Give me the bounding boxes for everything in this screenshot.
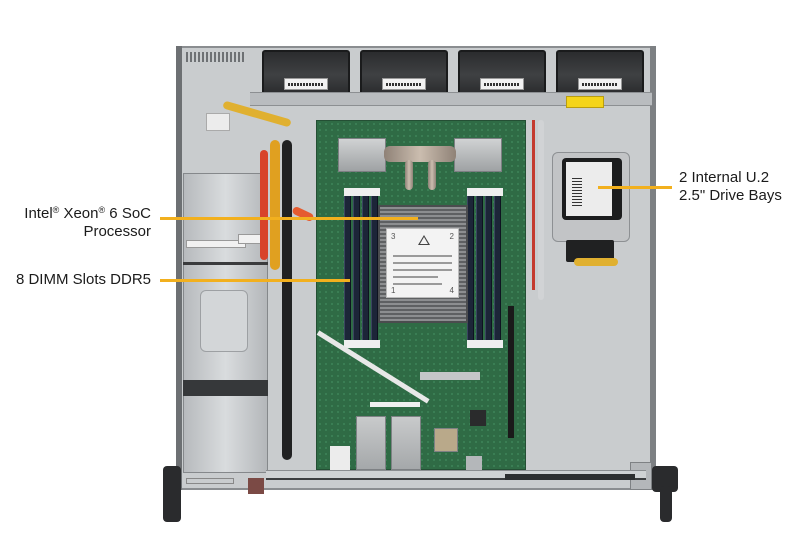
dimm-slot-6 (476, 192, 483, 344)
front-rail (266, 470, 646, 480)
heatpipe-down-right (428, 160, 436, 190)
chassis-vent (186, 52, 246, 62)
dimm-slot-3 (362, 192, 369, 344)
warning-triangle-icon (418, 235, 430, 245)
dimm-slot-4 (371, 192, 378, 344)
corner-2: 2 (449, 232, 454, 241)
fan-shelf (250, 92, 652, 106)
chip (470, 410, 486, 426)
callout-processor: Intel® Xeon® 6 SoC Processor (0, 201, 151, 241)
callout-drive-bays: 2 Internal U.2 2.5" Drive Bays (679, 169, 782, 205)
dimm-slot-5 (467, 192, 474, 344)
cable-black (282, 140, 292, 460)
warning-sticker (566, 96, 604, 108)
drive-label (566, 162, 612, 216)
m2-slot (420, 372, 480, 380)
callout-drive-bays-line2: 2.5" Drive Bays (679, 187, 782, 204)
callout-drive-bays-line1: 2 Internal U.2 (679, 169, 770, 186)
front-handle-right (660, 486, 672, 522)
cpu-heatsink-label: 3 2 1 4 (386, 228, 459, 298)
callout-processor-line1: Intel® Xeon® 6 SoC (24, 205, 151, 222)
sata-cable-bundle (538, 120, 544, 300)
vrm-heatsink-right (454, 138, 502, 172)
corner-3: 3 (391, 232, 396, 241)
fan-1 (262, 50, 350, 96)
dimm-latches-bottom-left (344, 340, 380, 348)
power-connector (206, 113, 230, 131)
board-sticker (330, 446, 350, 470)
cable-red (260, 150, 268, 260)
board-label-strip (370, 402, 420, 407)
psu-seam (183, 262, 268, 265)
corner-4: 4 (449, 286, 454, 295)
heatpipe-down-left (405, 160, 413, 190)
fan-3 (458, 50, 546, 96)
callout-dimm: 8 DIMM Slots DDR5 (15, 271, 151, 288)
front-latch (248, 478, 264, 494)
corner-1: 1 (391, 286, 396, 295)
dimm-slot-7 (485, 192, 492, 344)
bmc-chip-shield (434, 428, 458, 452)
psu-band (183, 380, 268, 396)
io-port (466, 456, 482, 470)
dimm-latches-top-left (344, 188, 380, 196)
front-rail-dark (505, 474, 635, 480)
fan-2 (360, 50, 448, 96)
dimm-slot-2 (353, 192, 360, 344)
callout-line-dimm (160, 279, 350, 282)
fan-4 (556, 50, 644, 96)
lan-port-shield-2 (391, 416, 421, 470)
drive-connector (566, 240, 614, 262)
drive-power-cable (574, 258, 618, 266)
vrm-heatsink-left (338, 138, 386, 172)
callout-processor-line2: Processor (83, 223, 151, 240)
front-handle-left (163, 466, 181, 522)
cable-red-thin (532, 120, 535, 290)
psu-rear-connector (186, 478, 234, 484)
chassis-right-wall (650, 46, 656, 490)
dimm-latches-top-right (467, 188, 503, 196)
dimm-slot-8 (494, 192, 501, 344)
dimm-slot-1 (344, 192, 351, 344)
dimm-latches-bottom-right (467, 340, 503, 348)
chassis-left-wall (176, 46, 182, 490)
callout-line-processor (160, 217, 418, 220)
lan-port-shield-1 (356, 416, 386, 470)
pcie-slot (508, 306, 514, 438)
heatpipe (384, 146, 456, 162)
callout-line-drive-bays (598, 186, 672, 189)
psu-sticker (186, 240, 246, 248)
psu-panel (200, 290, 248, 352)
cable-bundle-yellow (270, 140, 280, 270)
